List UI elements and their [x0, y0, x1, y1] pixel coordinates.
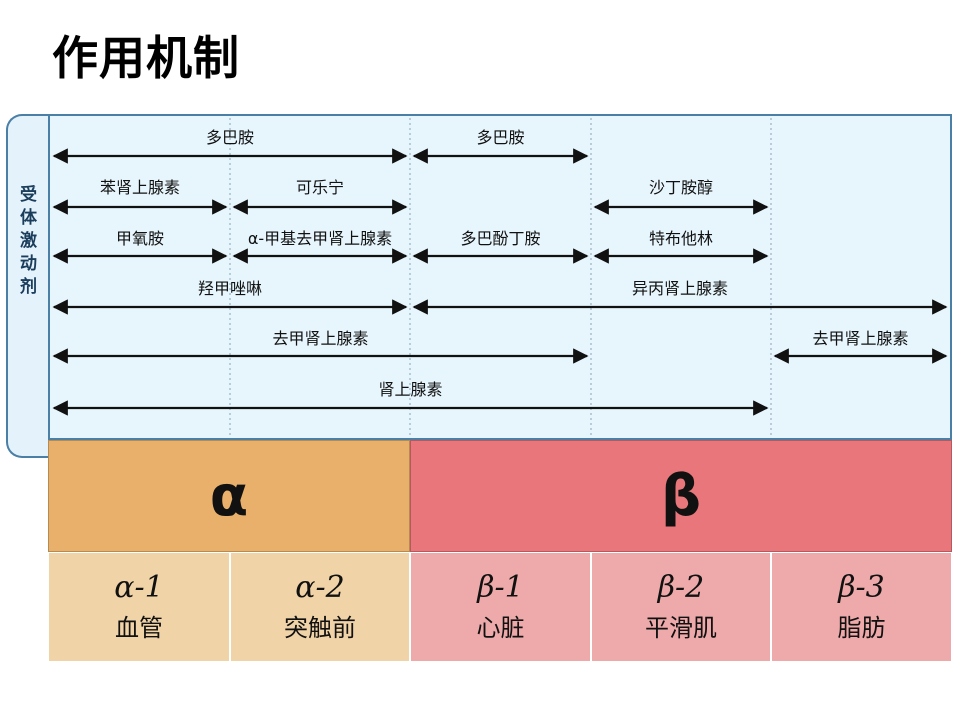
- drug-label: 去甲肾上腺素: [812, 329, 909, 348]
- page-title: 作用机制: [52, 31, 240, 85]
- subtype-beta-2: β-2 平滑肌: [591, 552, 771, 662]
- drug-label: 异丙肾上腺素: [631, 279, 729, 298]
- drug-label: 肾上腺素: [378, 380, 443, 399]
- subtype-name: α-1: [114, 570, 164, 605]
- subtype-beta-3: β-3 脂肪: [771, 552, 952, 662]
- subtype-name: β-3: [838, 570, 885, 605]
- beta-group-header: β: [410, 440, 952, 552]
- subtype-organ: 脂肪: [837, 614, 886, 642]
- agonist-panel: [48, 114, 952, 440]
- drug-label: 羟甲唑啉: [197, 279, 263, 298]
- side-tab: [6, 114, 48, 458]
- subtype-organ: 突触前: [284, 614, 356, 642]
- drug-label: 苯肾上腺素: [99, 178, 181, 197]
- drug-label: 特布他林: [648, 229, 714, 248]
- subtype-organ: 血管: [115, 614, 163, 642]
- receptor-agonist-label: 受体激动剂: [16, 185, 36, 300]
- subtype-name: β-1: [477, 570, 524, 605]
- drug-label: 沙丁胺醇: [648, 178, 714, 197]
- drug-label: α-甲基去甲肾上腺素: [247, 229, 393, 248]
- drug-label: 去甲肾上腺素: [272, 329, 369, 348]
- drug-label: 可乐宁: [295, 178, 345, 197]
- drug-label: 多巴胺: [205, 128, 255, 147]
- alpha-group-header: α: [48, 440, 410, 552]
- subtype-name: β-2: [657, 570, 705, 605]
- drug-label: 多巴胺: [476, 128, 525, 147]
- drug-label: 甲氧胺: [115, 229, 165, 248]
- subtype-alpha-1: α-1 血管: [48, 552, 230, 662]
- subtype-alpha-2: α-2 突触前: [230, 552, 410, 662]
- subtype-name: α-2: [295, 570, 345, 605]
- subtype-organ: 平滑肌: [645, 614, 717, 642]
- subtype-beta-1: β-1 心脏: [410, 552, 591, 662]
- subtype-organ: 心脏: [476, 614, 525, 642]
- drug-label: 多巴酚丁胺: [460, 229, 541, 248]
